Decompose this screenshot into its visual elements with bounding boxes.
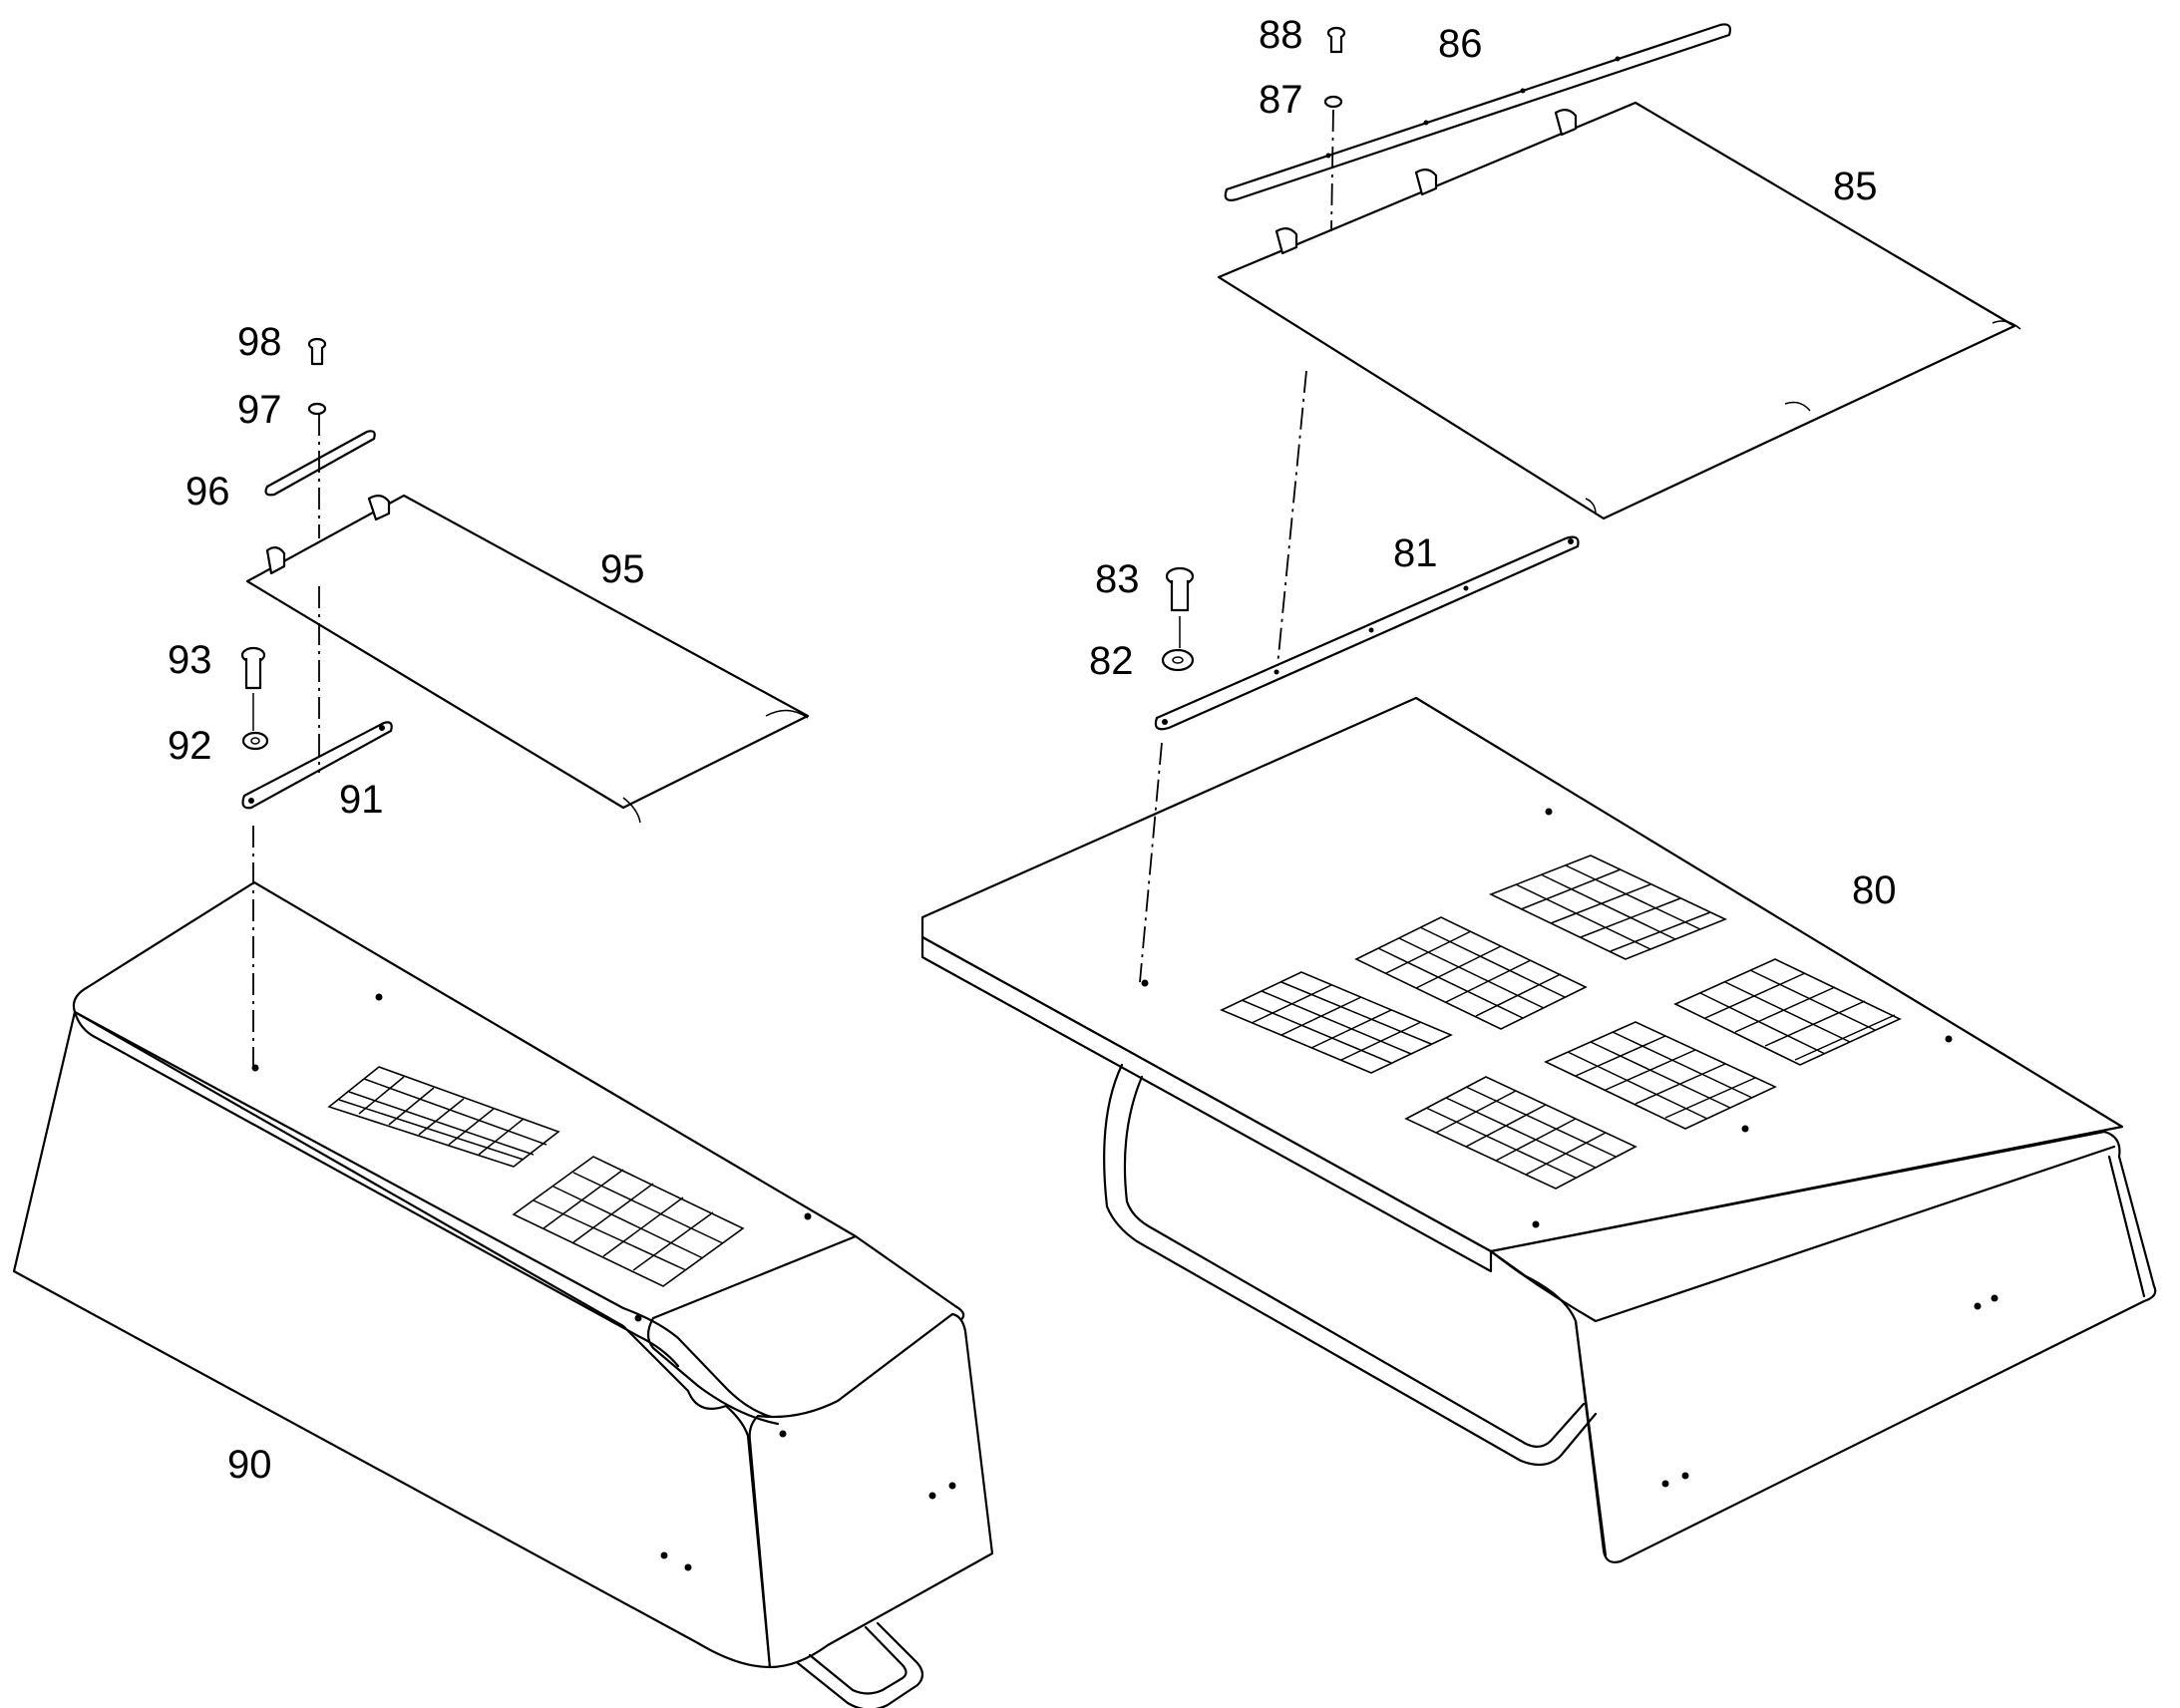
label-82: 82: [1089, 639, 1134, 683]
hood-80: [920, 696, 2157, 1563]
hood-80-vent-3: [1488, 854, 1727, 960]
label-95: 95: [600, 547, 645, 591]
label-81: 81: [1393, 531, 1438, 575]
label-85: 85: [1833, 165, 1878, 208]
panel-85: [1217, 101, 2021, 520]
washer-97: [307, 402, 327, 416]
strap-86: [1224, 23, 1732, 201]
washer-92: [241, 731, 269, 751]
hood-90-vent-right: [512, 1156, 745, 1287]
screw-88: [1326, 26, 1346, 54]
strap-91: [241, 721, 393, 810]
hood-80-vent-6: [1673, 958, 1902, 1066]
hood-80-vent-4: [1404, 1076, 1637, 1190]
label-83: 83: [1095, 557, 1140, 601]
label-88: 88: [1259, 13, 1303, 57]
strap-81: [1154, 535, 1580, 731]
strap-96: [264, 430, 376, 497]
bolt-83: [1165, 566, 1195, 612]
label-87: 87: [1259, 78, 1303, 122]
hood-80-vent-2: [1354, 916, 1588, 1030]
label-93: 93: [168, 638, 212, 682]
label-98: 98: [237, 320, 282, 364]
bolt-93: [240, 646, 266, 690]
screw-98: [307, 337, 327, 366]
label-80: 80: [1852, 868, 1897, 912]
washer-82: [1161, 648, 1195, 672]
washer-87: [1323, 95, 1343, 109]
label-96: 96: [185, 470, 230, 513]
hood-90-vent-left: [327, 1066, 560, 1168]
panel-95: [245, 494, 810, 824]
label-92: 92: [168, 724, 212, 768]
label-86: 86: [1438, 22, 1483, 66]
label-91: 91: [339, 778, 384, 822]
hood-80-vent-5: [1544, 1021, 1777, 1130]
label-97: 97: [237, 388, 282, 432]
hood-90: [12, 880, 994, 1708]
hood-80-vent-1: [1220, 971, 1453, 1074]
label-90: 90: [227, 1443, 272, 1487]
